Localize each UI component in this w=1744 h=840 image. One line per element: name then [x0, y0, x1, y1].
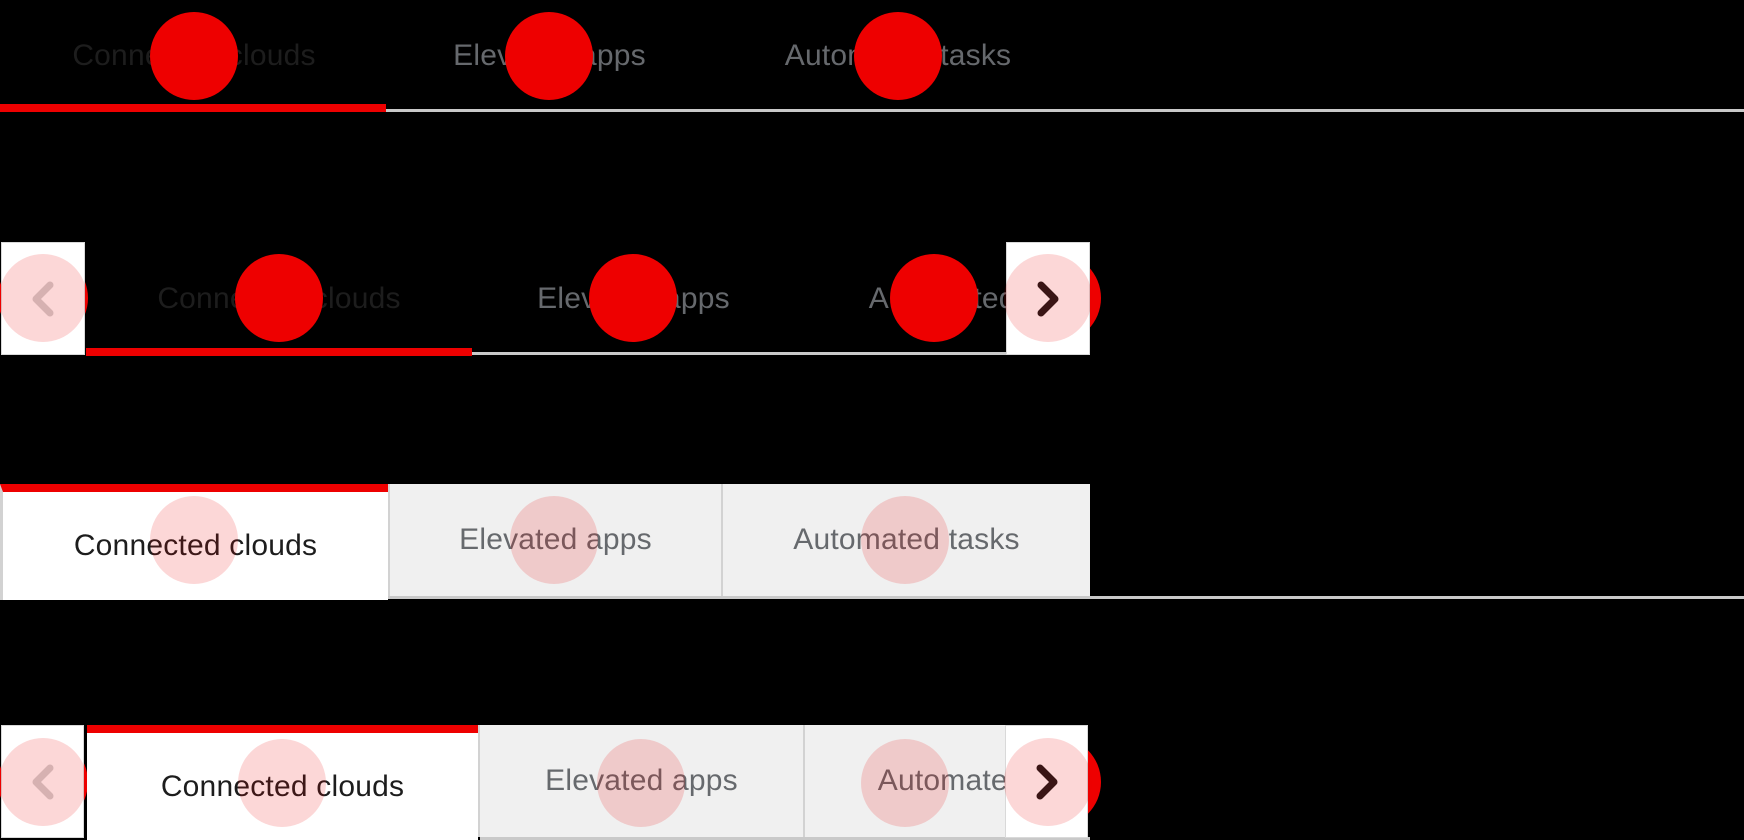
tabs-scroll-container: Connected clouds Elevated apps Automated…	[86, 242, 1006, 356]
chevron-right-icon	[1036, 764, 1057, 799]
tabs-bottom-border	[480, 837, 1090, 840]
tab-connected-clouds[interactable]: Connected clouds	[87, 725, 478, 840]
tab-automated-tasks[interactable]: Automated tasks	[803, 725, 1005, 837]
tap-target-indicator	[890, 254, 978, 342]
tab-label: Connected clouds	[73, 529, 318, 562]
tap-target-indicator	[1004, 254, 1092, 342]
chevron-left-icon	[32, 281, 54, 316]
tabs-bottom-border	[0, 109, 1744, 112]
scroll-left-button[interactable]	[1, 725, 84, 838]
tabs-bottom-border	[472, 352, 1090, 355]
tap-target-indicator	[235, 254, 323, 342]
chevron-left-icon	[32, 764, 53, 799]
tap-target-indicator	[0, 254, 87, 342]
tap-target-indicator	[854, 12, 942, 100]
tab-label: Connected clouds	[160, 769, 405, 803]
tap-target-indicator	[861, 739, 949, 827]
active-tab-underline	[86, 348, 472, 356]
tap-target-indicator	[238, 739, 326, 827]
tap-target-indicator	[861, 496, 949, 584]
tab-label: Elevated apps	[459, 523, 652, 556]
tap-target-indicator	[0, 738, 87, 826]
scroll-right-button[interactable]	[1005, 725, 1088, 838]
tab-label: Elevated apps	[545, 764, 738, 797]
active-tab-underline	[0, 104, 386, 112]
scroll-left-button[interactable]	[1, 242, 85, 355]
tabs-bottom-border	[0, 596, 1744, 599]
tab-automated-tasks[interactable]: Automated tasks	[721, 484, 1090, 596]
tap-target-indicator	[589, 254, 677, 342]
tab-label: Automated tasks	[877, 764, 1005, 797]
tab-connected-clouds[interactable]: Connected clouds	[0, 484, 388, 600]
tap-target-indicator	[150, 496, 238, 584]
tap-target-indicator	[597, 739, 685, 827]
tap-target-indicator	[510, 496, 598, 584]
tap-target-indicator	[505, 12, 593, 100]
tap-target-indicator	[1004, 738, 1092, 826]
tab-elevated-apps[interactable]: Elevated apps	[478, 725, 803, 837]
tab-label: Automated tasks	[793, 523, 1020, 556]
tap-target-indicator	[150, 12, 238, 100]
tabs-scroll-container: Connected clouds Elevated apps Automated…	[87, 725, 1005, 840]
tab-elevated-apps[interactable]: Elevated apps	[388, 484, 721, 596]
chevron-right-icon	[1037, 281, 1059, 316]
scroll-right-button[interactable]	[1006, 242, 1090, 355]
